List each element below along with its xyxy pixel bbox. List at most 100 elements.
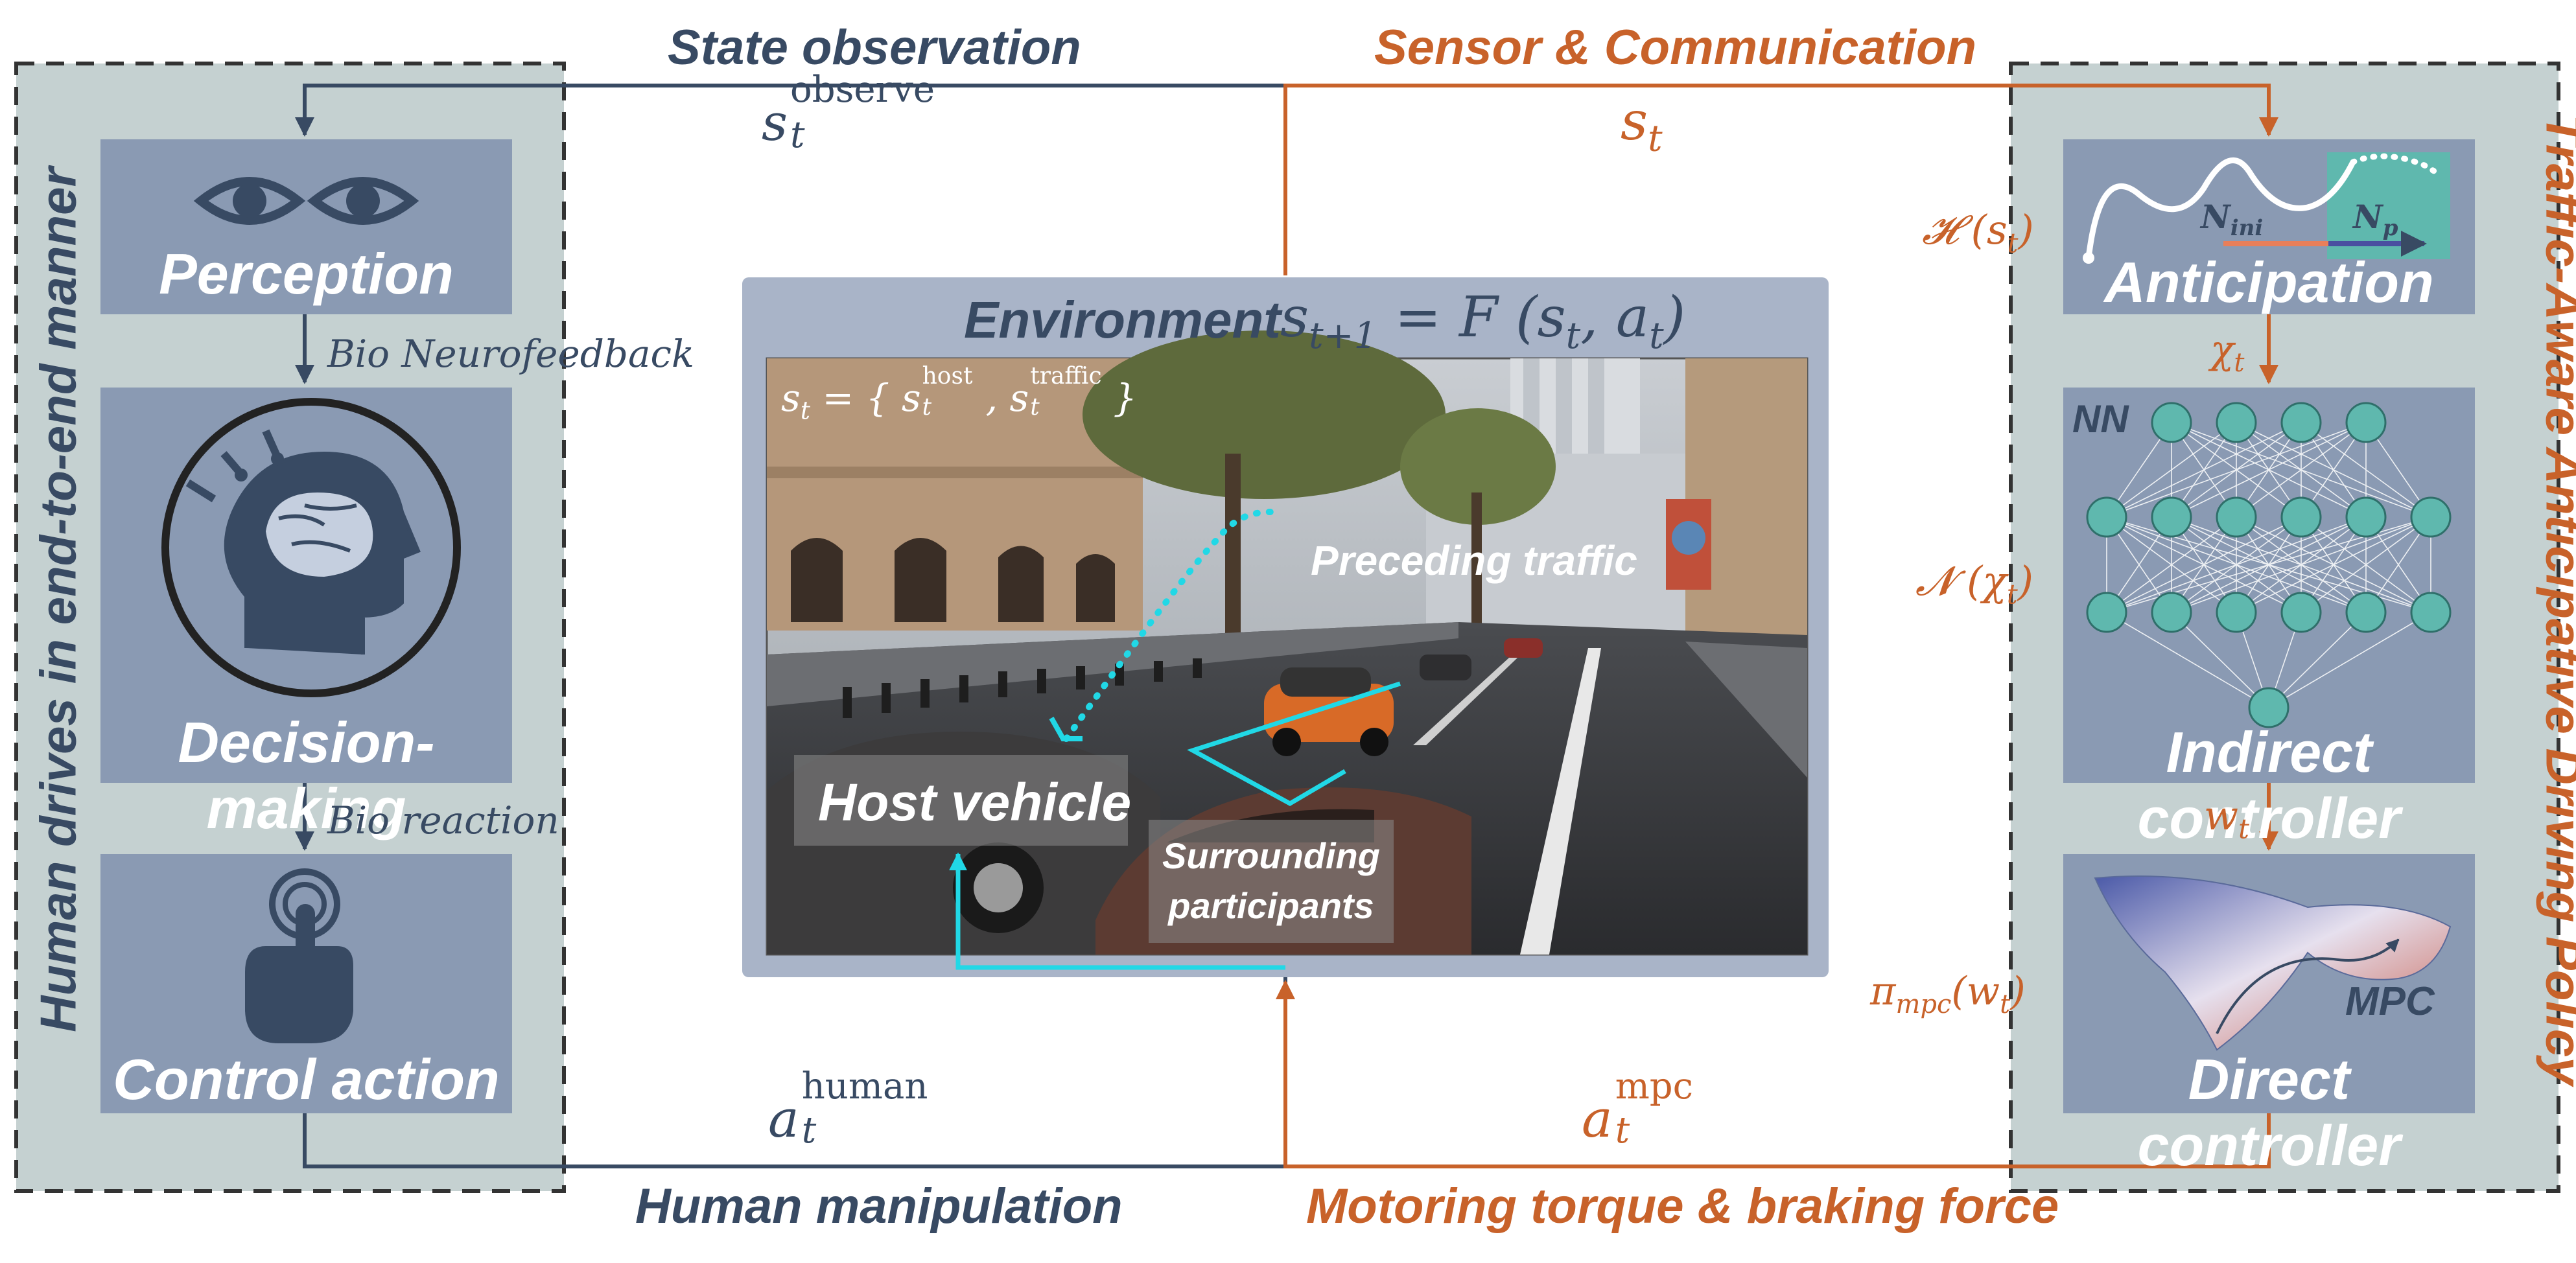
direct-label: Direct controller bbox=[2137, 1047, 2401, 1177]
nn-edge bbox=[2106, 516, 2237, 613]
mpc-surface-icon bbox=[2094, 875, 2452, 1051]
environment-equation: st+1 = F (st, at) bbox=[1280, 285, 1685, 357]
mpc-label: MPC bbox=[2345, 979, 2435, 1024]
eyes-icon bbox=[193, 177, 419, 225]
sensor-communication-title: Sensor & Communication bbox=[1374, 20, 1976, 75]
nn-edge bbox=[2106, 422, 2302, 518]
nn-edge bbox=[2171, 516, 2431, 613]
human-math-base: a bbox=[768, 1089, 799, 1149]
street-scene-image bbox=[766, 330, 1809, 970]
h-function-sub: t bbox=[2007, 227, 2019, 259]
human-manipulation-title: Human manipulation bbox=[635, 1179, 1123, 1234]
n-function-end: ) bbox=[2017, 557, 2033, 605]
decision-label: Decision-making bbox=[178, 710, 435, 840]
nn-node bbox=[2345, 592, 2387, 633]
pi-arg: (w bbox=[1951, 969, 2000, 1014]
n-function-label: 𝓝 (χt) bbox=[1915, 557, 2033, 610]
nn-edge bbox=[2106, 612, 2269, 708]
n-ini-sub: ini bbox=[2230, 215, 2264, 241]
sensor-math-base: s bbox=[1621, 91, 1648, 152]
env-eq-rest-sub: t bbox=[1565, 315, 1581, 358]
preceding-traffic-label: Preceding traffic bbox=[1311, 537, 1637, 584]
env-eq-rest2: , a bbox=[1580, 285, 1650, 350]
nn-edge bbox=[2171, 422, 2367, 518]
neural-network-icon bbox=[2086, 402, 2452, 728]
nn-node bbox=[2248, 687, 2289, 728]
indirect-label: Indirect controller bbox=[2137, 720, 2401, 850]
h-function-label: 𝓗 (st) bbox=[1922, 206, 2034, 259]
left-group-title: Human drives in end-to-end manner bbox=[29, 167, 87, 1032]
env-eq-rest: = F (s bbox=[1394, 285, 1566, 350]
mpc-line bbox=[1276, 980, 2271, 1168]
state-observation-math-sup: observe bbox=[790, 69, 935, 111]
nn-node bbox=[2151, 496, 2192, 538]
nn-edge bbox=[2106, 422, 2237, 518]
nn-node bbox=[2345, 496, 2387, 538]
nn-edge bbox=[2171, 612, 2269, 708]
chi-base: χ bbox=[2210, 327, 2234, 373]
h-function-base: 𝓗 (s bbox=[1922, 206, 2008, 253]
nn-edge bbox=[2106, 516, 2367, 613]
env-eq-s-sub: t+1 bbox=[1309, 315, 1377, 358]
w-sub: t bbox=[2238, 813, 2249, 845]
nn-node bbox=[2345, 402, 2387, 443]
env-eq-end: ) bbox=[1663, 285, 1686, 350]
state-observation-title: State observation bbox=[668, 20, 1081, 75]
nn-edge bbox=[2268, 612, 2431, 708]
nn-node bbox=[2410, 496, 2452, 538]
touch-hand-icon bbox=[245, 868, 353, 1043]
nn-edge bbox=[2236, 516, 2431, 613]
perception-panel bbox=[100, 139, 512, 314]
mpc-math-base: a bbox=[1582, 1089, 1613, 1149]
environment-title: Environment bbox=[964, 291, 1281, 349]
motoring-torque-title: Motoring torque & braking force bbox=[1306, 1179, 2059, 1234]
state-eq-s: s bbox=[781, 376, 801, 420]
n-p-label: Np bbox=[2353, 198, 2398, 241]
host-vehicle-label: Host vehicle bbox=[818, 773, 1132, 832]
nn-node bbox=[2086, 592, 2127, 633]
n-ini-label: Nini bbox=[2201, 198, 2263, 241]
n-ini-base: N bbox=[2201, 198, 2231, 236]
pi-sub: mpc bbox=[1895, 990, 1952, 1019]
state-eq-host-sub: t bbox=[922, 394, 932, 421]
right-group-title: Traffic-Aware Anticipative Driving Polic… bbox=[2535, 114, 2576, 1085]
nn-label: NN bbox=[2072, 397, 2129, 441]
mpc-math-sub: t bbox=[1615, 1109, 1630, 1152]
pi-base: π bbox=[1870, 969, 1896, 1014]
w-label: wt bbox=[2204, 792, 2249, 844]
nn-node bbox=[2151, 592, 2192, 633]
state-eq-traffic-sub: t bbox=[1030, 394, 1040, 421]
state-eq-traffic-sup: traffic bbox=[1030, 363, 1102, 389]
nn-node bbox=[2280, 496, 2322, 538]
state-observation-math-base: s bbox=[762, 94, 788, 152]
state-eq-end: } bbox=[1113, 376, 1138, 420]
nn-node bbox=[2280, 592, 2322, 633]
n-function-sub: t bbox=[2006, 578, 2018, 610]
anticipation-curve-icon bbox=[2083, 152, 2450, 264]
state-eq-mid: = { s bbox=[822, 376, 921, 420]
nn-edge bbox=[2106, 516, 2302, 613]
state-eq-comma: , s bbox=[985, 376, 1029, 420]
nn-node bbox=[2216, 402, 2257, 443]
nn-edge bbox=[2301, 516, 2431, 613]
sensor-math-sub: t bbox=[1648, 117, 1663, 160]
env-eq-rest2-sub: t bbox=[1649, 315, 1664, 358]
nn-node bbox=[2151, 402, 2192, 443]
pi-end: ) bbox=[2010, 969, 2026, 1014]
state-observation-math-sub: t bbox=[790, 114, 805, 156]
n-p-base: N bbox=[2353, 198, 2383, 236]
chi-label: χt bbox=[2210, 327, 2244, 378]
nn-edge bbox=[2106, 422, 2367, 518]
mpc-math-sup: mpc bbox=[1615, 1065, 1694, 1107]
brain-head-icon bbox=[161, 398, 461, 697]
sensor-math: st bbox=[1621, 91, 1663, 159]
surrounding-label-2: participants bbox=[1168, 885, 1374, 926]
anticipation-label: Anticipation bbox=[2104, 250, 2434, 314]
human-math-sub: t bbox=[801, 1109, 817, 1152]
state-eq-s-sub: t bbox=[800, 396, 811, 425]
nn-node bbox=[2216, 592, 2257, 633]
